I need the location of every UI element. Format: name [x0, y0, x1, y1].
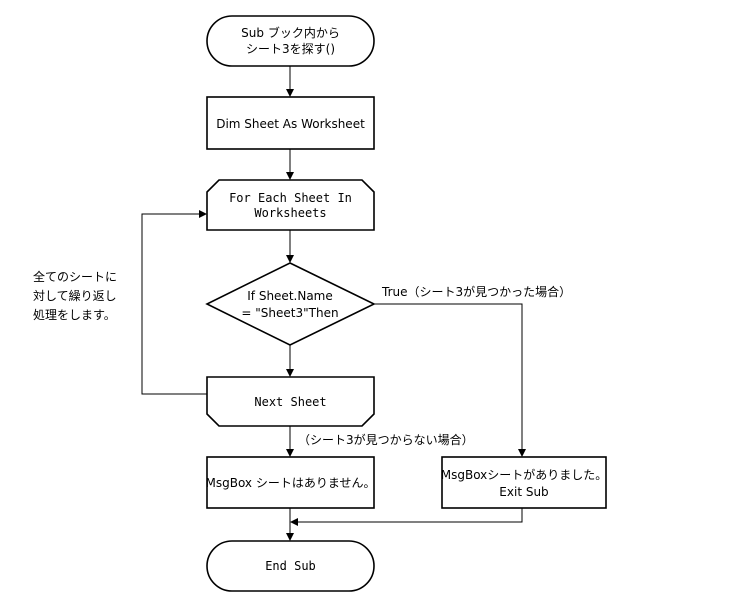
false-branch-label: （シート3が見つからない場合） [298, 432, 474, 447]
arrowhead [286, 369, 294, 377]
msgbox-not-found-label: MsgBox シートはありません。 [206, 476, 376, 490]
end-terminator [206, 540, 375, 592]
arrowhead [286, 533, 294, 541]
loop-note-line3: 処理をします。 [33, 308, 116, 322]
loop-start-line2: Worksheets [254, 206, 326, 220]
loop-start-line1: For Each Sheet In [229, 191, 352, 205]
msgbox-found-line2: Exit Sub [499, 485, 548, 499]
arrowhead [286, 172, 294, 180]
dim-process-label: Dim Sheet As Worksheet [216, 117, 365, 131]
msgbox-not-found-box [206, 456, 375, 509]
decision-diamond [205, 262, 376, 346]
decision-label-line2: = "Sheet3"Then [241, 306, 338, 320]
loop-end-shape [206, 376, 375, 427]
edge-decision-true [374, 303, 523, 451]
end-label: End Sub [265, 559, 316, 573]
edge-loop-back [141, 213, 207, 395]
true-branch-label: True（シート3が見つかった場合） [381, 284, 571, 299]
arrowhead [286, 255, 294, 263]
arrowhead [518, 449, 526, 457]
edge-found-end [296, 508, 523, 523]
start-label-line1: Sub ブック内から [241, 25, 340, 40]
arrowhead [286, 449, 294, 457]
dim-process-box [206, 96, 375, 150]
loop-note-line1: 全てのシートに [33, 269, 117, 284]
arrowhead [199, 210, 207, 218]
arrowhead [290, 518, 298, 526]
loop-start-shape [206, 179, 375, 231]
msgbox-found-line1: MsgBoxシートがありました。 [441, 467, 608, 482]
loop-note-line2: 対して繰り返し [33, 289, 117, 303]
start-terminator [206, 15, 375, 67]
msgbox-found-box [441, 456, 607, 509]
decision-label-line1: If Sheet.Name [247, 289, 333, 303]
start-label-line2: シート3を探す() [246, 42, 335, 56]
loop-end-label: Next Sheet [254, 395, 326, 409]
arrowhead [286, 89, 294, 97]
